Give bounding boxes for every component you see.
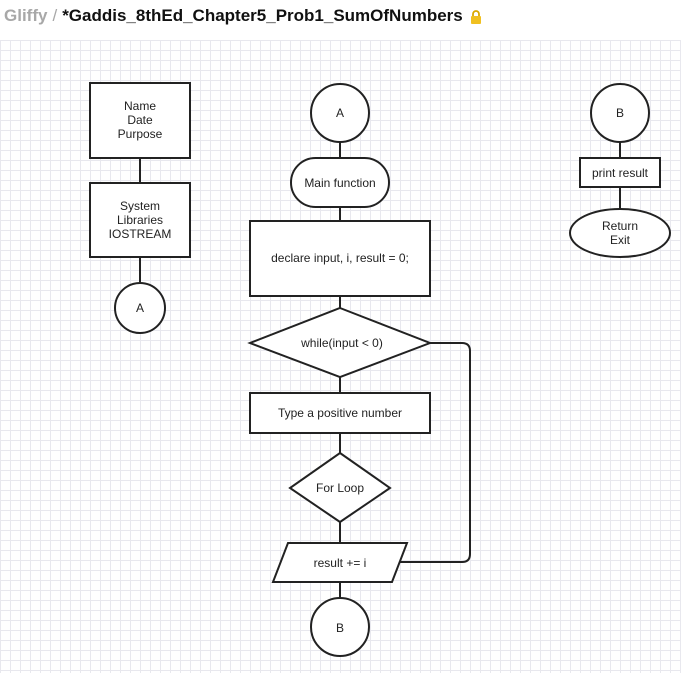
connector-b-top[interactable]: B <box>590 83 650 143</box>
libraries-line-2: Libraries <box>117 213 163 227</box>
main-function-terminal[interactable]: Main function <box>290 157 390 208</box>
return-exit-terminal[interactable]: Return Exit <box>569 208 671 258</box>
print-result-label: print result <box>592 166 649 180</box>
breadcrumb: Gliffy / *Gaddis_8thEd_Chapter5_Prob1_Su… <box>4 6 482 26</box>
app-name-link[interactable]: Gliffy <box>4 6 48 25</box>
connector-b-bottom[interactable]: B <box>310 597 370 657</box>
exit-label: Exit <box>610 233 631 247</box>
header-box-date: Date <box>127 113 153 127</box>
result-io-shape[interactable]: result += i <box>271 542 409 583</box>
header-box-purpose: Purpose <box>118 127 163 141</box>
libraries-line-3: IOSTREAM <box>109 227 172 241</box>
connector-a-top-label: A <box>336 106 344 120</box>
declare-label: declare input, i, result = 0; <box>271 251 409 265</box>
connector-b-top-label: B <box>616 106 624 120</box>
loop-back-line <box>395 342 471 563</box>
result-label: result += i <box>314 556 367 570</box>
main-function-label: Main function <box>304 176 375 190</box>
return-label: Return <box>602 219 638 233</box>
prompt-process-box[interactable]: Type a positive number <box>249 392 431 434</box>
while-decision[interactable]: while(input < 0) <box>247 306 433 379</box>
libraries-box[interactable]: System Libraries IOSTREAM <box>89 182 191 258</box>
connector-a-top[interactable]: A <box>310 83 370 143</box>
declare-process-box[interactable]: declare input, i, result = 0; <box>249 220 431 297</box>
header-box-name: Name <box>124 99 156 113</box>
document-header: Gliffy / *Gaddis_8thEd_Chapter5_Prob1_Su… <box>0 0 681 36</box>
connector-a-left[interactable]: A <box>114 282 166 334</box>
diagram-canvas[interactable]: Name Date Purpose System Libraries IOSTR… <box>0 40 681 673</box>
libraries-line-1: System <box>120 199 160 213</box>
print-result-box[interactable]: print result <box>579 157 661 188</box>
lock-icon[interactable] <box>470 9 482 24</box>
while-label: while(input < 0) <box>300 336 383 350</box>
for-loop-label: For Loop <box>316 481 364 495</box>
document-title[interactable]: *Gaddis_8thEd_Chapter5_Prob1_SumOfNumber… <box>62 6 463 25</box>
breadcrumb-separator: / <box>52 6 58 25</box>
connector-a-left-label: A <box>136 301 144 315</box>
flowchart: Name Date Purpose System Libraries IOSTR… <box>89 82 671 657</box>
prompt-label: Type a positive number <box>278 406 402 420</box>
for-loop-decision[interactable]: For Loop <box>288 451 392 524</box>
connector-b-bottom-label: B <box>336 621 344 635</box>
header-info-box[interactable]: Name Date Purpose <box>89 82 191 159</box>
